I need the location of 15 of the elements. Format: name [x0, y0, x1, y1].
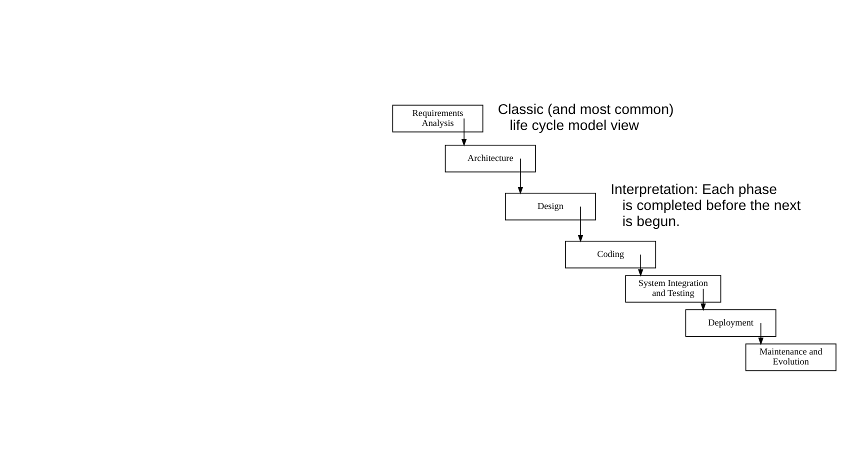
- node-box: Coding: [565, 240, 656, 268]
- arrow: [518, 158, 524, 195]
- node-box: Architecture: [444, 144, 536, 172]
- node-box: Maintenance and Evolution: [745, 344, 836, 372]
- label: Classic (and most common) life cycle model view: [498, 102, 674, 134]
- node-box: Deployment: [685, 309, 776, 337]
- arrow: [758, 322, 764, 346]
- node-box: Design: [504, 192, 596, 220]
- node-box: Requirements Analysis: [392, 104, 484, 132]
- arrow: [638, 254, 644, 277]
- arrow: [700, 288, 706, 311]
- arrow: [578, 206, 584, 243]
- label: Interpretation: Each phase is completed before the next is begun.: [610, 182, 801, 230]
- node-box: System Integration and Testing: [625, 275, 722, 303]
- arrow: [461, 118, 467, 147]
